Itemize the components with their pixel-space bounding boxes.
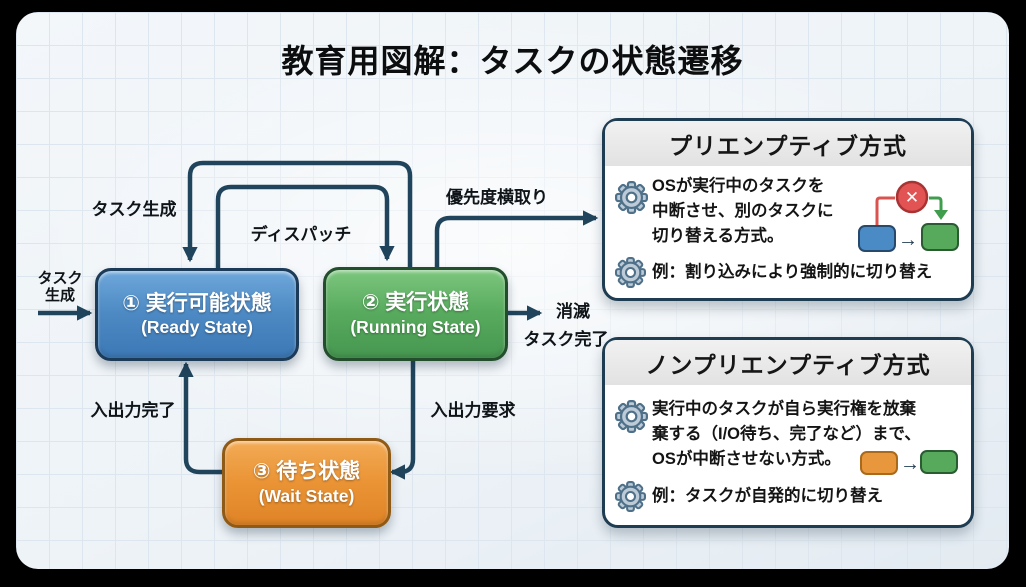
gear-icon xyxy=(615,400,648,433)
label-terminate-2: タスク完了 xyxy=(523,330,609,349)
label-io-complete: 入出力完了 xyxy=(90,401,176,420)
mini-arrow-right-icon: → xyxy=(900,453,920,475)
label-task-create-left: タスク 生成 xyxy=(37,270,83,304)
label-preempt: 優先度横取り xyxy=(446,188,548,207)
state-running-label: ② 実行状態 xyxy=(361,291,470,315)
mini-connector-lines xyxy=(875,180,948,226)
mini-task-green xyxy=(921,223,959,251)
mini-task-green xyxy=(920,450,958,474)
state-wait-label: ③ 待ち状態 xyxy=(252,460,361,484)
panel-nonpreemptive: ノンプリエンプティブ方式 実行中のタスクが自ら実行権を放棄 棄する（I/O待ち、… xyxy=(602,337,974,528)
panel-nonpreemptive-bullet1: 実行中のタスクが自ら実行権を放棄 棄する（I/O待ち、完了など）まで、 OSが中… xyxy=(652,400,921,468)
panel-preemptive: プリエンプティブ方式 OSが実行中のタスクを 中断させ、別のタスクに 切り替える… xyxy=(602,118,974,301)
state-running: ② 実行状態 (Running State) xyxy=(323,267,508,361)
preemptive-mini-diagram: ✕ → xyxy=(845,175,970,260)
panel-preemptive-bullet2: 例：割り込みにより強制的に切り替え xyxy=(652,263,933,281)
error-circle-icon xyxy=(895,180,929,214)
page-title: 教育用図解：タスクの状態遷移 xyxy=(281,43,744,79)
state-wait: ③ 待ち状態 (Wait State) xyxy=(222,438,391,528)
panel-preemptive-bullet1: OSが実行中のタスクを 中断させ、別のタスクに 切り替える方式。 xyxy=(652,177,834,245)
nonpreemptive-mini-diagram: → xyxy=(855,448,963,478)
state-ready: ① 実行可能状態 (Ready State) xyxy=(95,268,299,361)
panel-nonpreemptive-bullet2: 例：タスクが自発的に切り替え xyxy=(652,487,883,505)
state-ready-sublabel: (Ready State) xyxy=(141,317,253,338)
gear-icon xyxy=(615,181,648,214)
gear-icon xyxy=(615,481,646,512)
state-wait-sublabel: (Wait State) xyxy=(258,485,355,506)
label-dispatch: ディスパッチ xyxy=(250,225,352,244)
state-running-sublabel: (Running State) xyxy=(350,316,481,337)
mini-task-blue xyxy=(858,225,896,252)
state-ready-label: ① 実行可能状態 xyxy=(122,291,272,315)
panel-nonpreemptive-title: ノンプリエンプティブ方式 xyxy=(605,340,971,385)
label-task-create-top: タスク生成 xyxy=(91,200,177,219)
label-io-request: 入出力要求 xyxy=(430,401,516,420)
panel-preemptive-title: プリエンプティブ方式 xyxy=(605,121,971,166)
x-mark-icon: ✕ xyxy=(904,188,920,207)
mini-arrow-right-icon: → xyxy=(898,229,918,251)
gear-icon xyxy=(615,257,646,288)
mini-task-orange xyxy=(860,451,898,475)
label-terminate-1: 消滅 xyxy=(556,302,590,321)
